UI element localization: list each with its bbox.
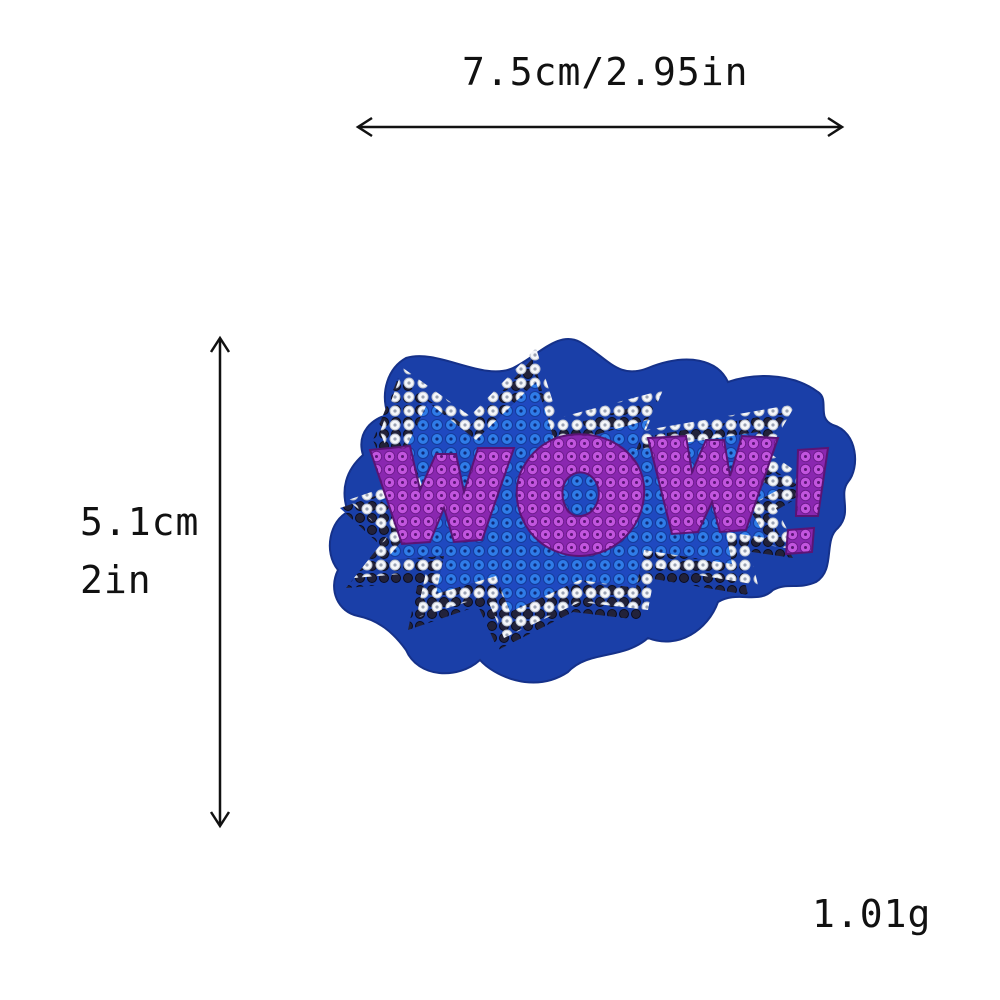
width-arrow-right-head [827, 116, 845, 138]
weight-label: 1.01g [812, 892, 932, 936]
patch-blue-fill-sequins [380, 382, 778, 612]
height-arrow-bottom-head [209, 811, 231, 829]
width-dimension-label: 7.5cm/2.95in [462, 50, 749, 94]
height-dimension-cm-label: 5.1cm [80, 500, 200, 544]
patch-wow-lettering [368, 433, 830, 557]
wow-sequin-patch-image [328, 337, 856, 684]
height-arrow-top-head [209, 335, 231, 353]
width-arrow-left-head [355, 116, 373, 138]
height-dimension-in-label: 2in [80, 558, 152, 602]
